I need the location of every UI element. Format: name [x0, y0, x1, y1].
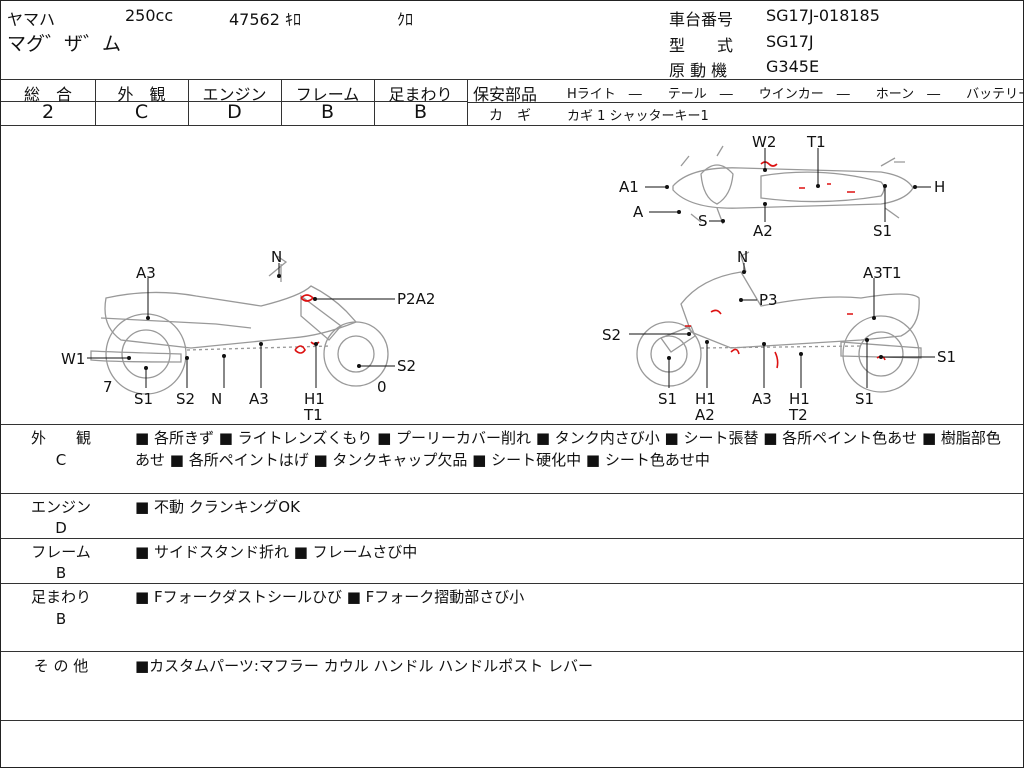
engine-value: G345E — [766, 57, 820, 76]
divider — [1, 125, 1023, 126]
grade-engine-value: D — [227, 101, 242, 123]
grade-exterior-label: 外 観 — [117, 85, 166, 104]
grade-engine-label: エンジン — [202, 85, 267, 104]
label-a1: A1 — [619, 178, 639, 196]
divider — [1, 493, 1023, 494]
label-a2: A2 — [695, 406, 715, 424]
label-h: H — [934, 178, 945, 196]
section-grade: B — [55, 564, 67, 582]
engine-label: 原 動 機 — [669, 61, 728, 80]
section-label: 外 観 — [30, 429, 91, 447]
divider — [467, 102, 1023, 103]
maker: ヤマハ — [7, 10, 56, 29]
label-s1: S1 — [873, 222, 892, 240]
section-grade: C — [55, 451, 67, 469]
label-a: A — [633, 203, 644, 221]
label-s1-lower: S1 — [855, 390, 874, 408]
label-s: S — [698, 212, 708, 230]
grade-exterior-value: C — [134, 101, 149, 123]
divider — [1, 101, 467, 102]
label-a3-lower: A3 — [249, 390, 269, 408]
safety-label: 保安部品 — [473, 85, 538, 104]
section-text: ■カスタムパーツ:マフラー カウル ハンドル ハンドルポスト レバー — [135, 657, 594, 675]
divider — [281, 79, 282, 125]
label-n: N — [737, 248, 748, 266]
label-h1: H1 — [695, 390, 716, 408]
label-p3: P3 — [759, 291, 778, 309]
label-n-lower: N — [211, 390, 222, 408]
section-label: フレーム — [31, 543, 91, 561]
label-s2: S2 — [602, 326, 621, 344]
right-view-labels: N A3T1 P3 S2 S1 S1 H1 A2 A3 H1 T2 S1 — [602, 248, 956, 424]
label-n: N — [271, 248, 282, 266]
type-label: 型 式 — [669, 36, 734, 55]
label-s1: S1 — [658, 390, 677, 408]
section-text: ■ Fフォークダストシールひび ■ Fフォーク摺動部さび小 — [135, 588, 525, 606]
label-0: 0 — [377, 378, 387, 396]
label-a3: A3 — [136, 264, 156, 282]
top-view-labels: W2 T1 A1 H A S A2 S1 — [619, 133, 945, 240]
divider — [1, 720, 1023, 721]
label-a3t1: A3T1 — [863, 264, 902, 282]
label-t1-lower: T1 — [303, 406, 323, 424]
section-label: 足まわり — [30, 588, 91, 606]
divider — [1, 583, 1023, 584]
label-t1: T1 — [806, 133, 826, 151]
divider — [1, 651, 1023, 652]
color: ｸﾛ — [397, 10, 414, 29]
section-label: エンジン — [30, 498, 91, 516]
label-s2: S2 — [397, 357, 416, 375]
damage-diagram: W2 T1 A1 H A S A2 S1 — [61, 133, 956, 424]
section-grade: B — [55, 610, 67, 628]
section-text: ■ サイドスタンド折れ ■ フレームさび中 — [135, 543, 418, 561]
divider — [374, 79, 375, 125]
section-text: ■ 不動 クランキングOK — [135, 498, 300, 516]
label-w2: W2 — [752, 133, 776, 151]
label-p2a2: P2A2 — [397, 290, 435, 308]
divider — [1, 538, 1023, 539]
right-view-motorcycle — [636, 251, 922, 393]
label-h1-right: H1 — [789, 390, 810, 408]
section-label: そ の 他 — [33, 657, 89, 675]
displacement: 250cc — [125, 6, 174, 25]
label-w1: W1 — [61, 350, 85, 368]
grade-frame-value: B — [320, 101, 335, 123]
grade-frame-label: フレーム — [295, 85, 360, 104]
grade-suspension-label: 足まわり — [388, 85, 453, 104]
left-view-labels: N A3 P2A2 W1 S2 7 0 S1 S2 N A3 H1 T1 — [61, 248, 435, 424]
divider — [467, 79, 468, 125]
label-7: 7 — [103, 378, 113, 396]
key-label: カ ギ — [489, 108, 531, 124]
label-h1: H1 — [304, 390, 325, 408]
top-view-motorcycle — [672, 145, 914, 225]
label-t2: T2 — [788, 406, 808, 424]
grade-total-label: 総 合 — [23, 85, 72, 104]
label-s2-lower: S2 — [176, 390, 195, 408]
model-name: マグ゛ザ゛ム — [7, 33, 122, 55]
label-a2: A2 — [753, 222, 773, 240]
frame-no: SG17J-018185 — [766, 6, 880, 25]
grade-suspension-value: B — [413, 101, 428, 123]
label-s1-right: S1 — [937, 348, 956, 366]
safety-items: Hライト ― テール ― ウインカー ― ホーン ― バッテリー × — [567, 87, 1024, 102]
label-s1: S1 — [134, 390, 153, 408]
key-value: カギ 1 シャッターキー1 — [567, 109, 709, 124]
type-value: SG17J — [766, 32, 814, 51]
section-grade: D — [55, 519, 67, 537]
divider — [188, 79, 189, 125]
frame-no-label: 車台番号 — [669, 10, 734, 29]
mileage: 47562 ｷﾛ — [229, 10, 301, 29]
divider — [1, 79, 1023, 80]
section-text: ■ 各所きず ■ ライトレンズくもり ■ プーリーカバー削れ ■ タンク内さび小… — [135, 429, 1001, 469]
grade-total-value: 2 — [41, 101, 55, 123]
label-a3: A3 — [752, 390, 772, 408]
divider — [95, 79, 96, 125]
divider — [1, 424, 1023, 425]
